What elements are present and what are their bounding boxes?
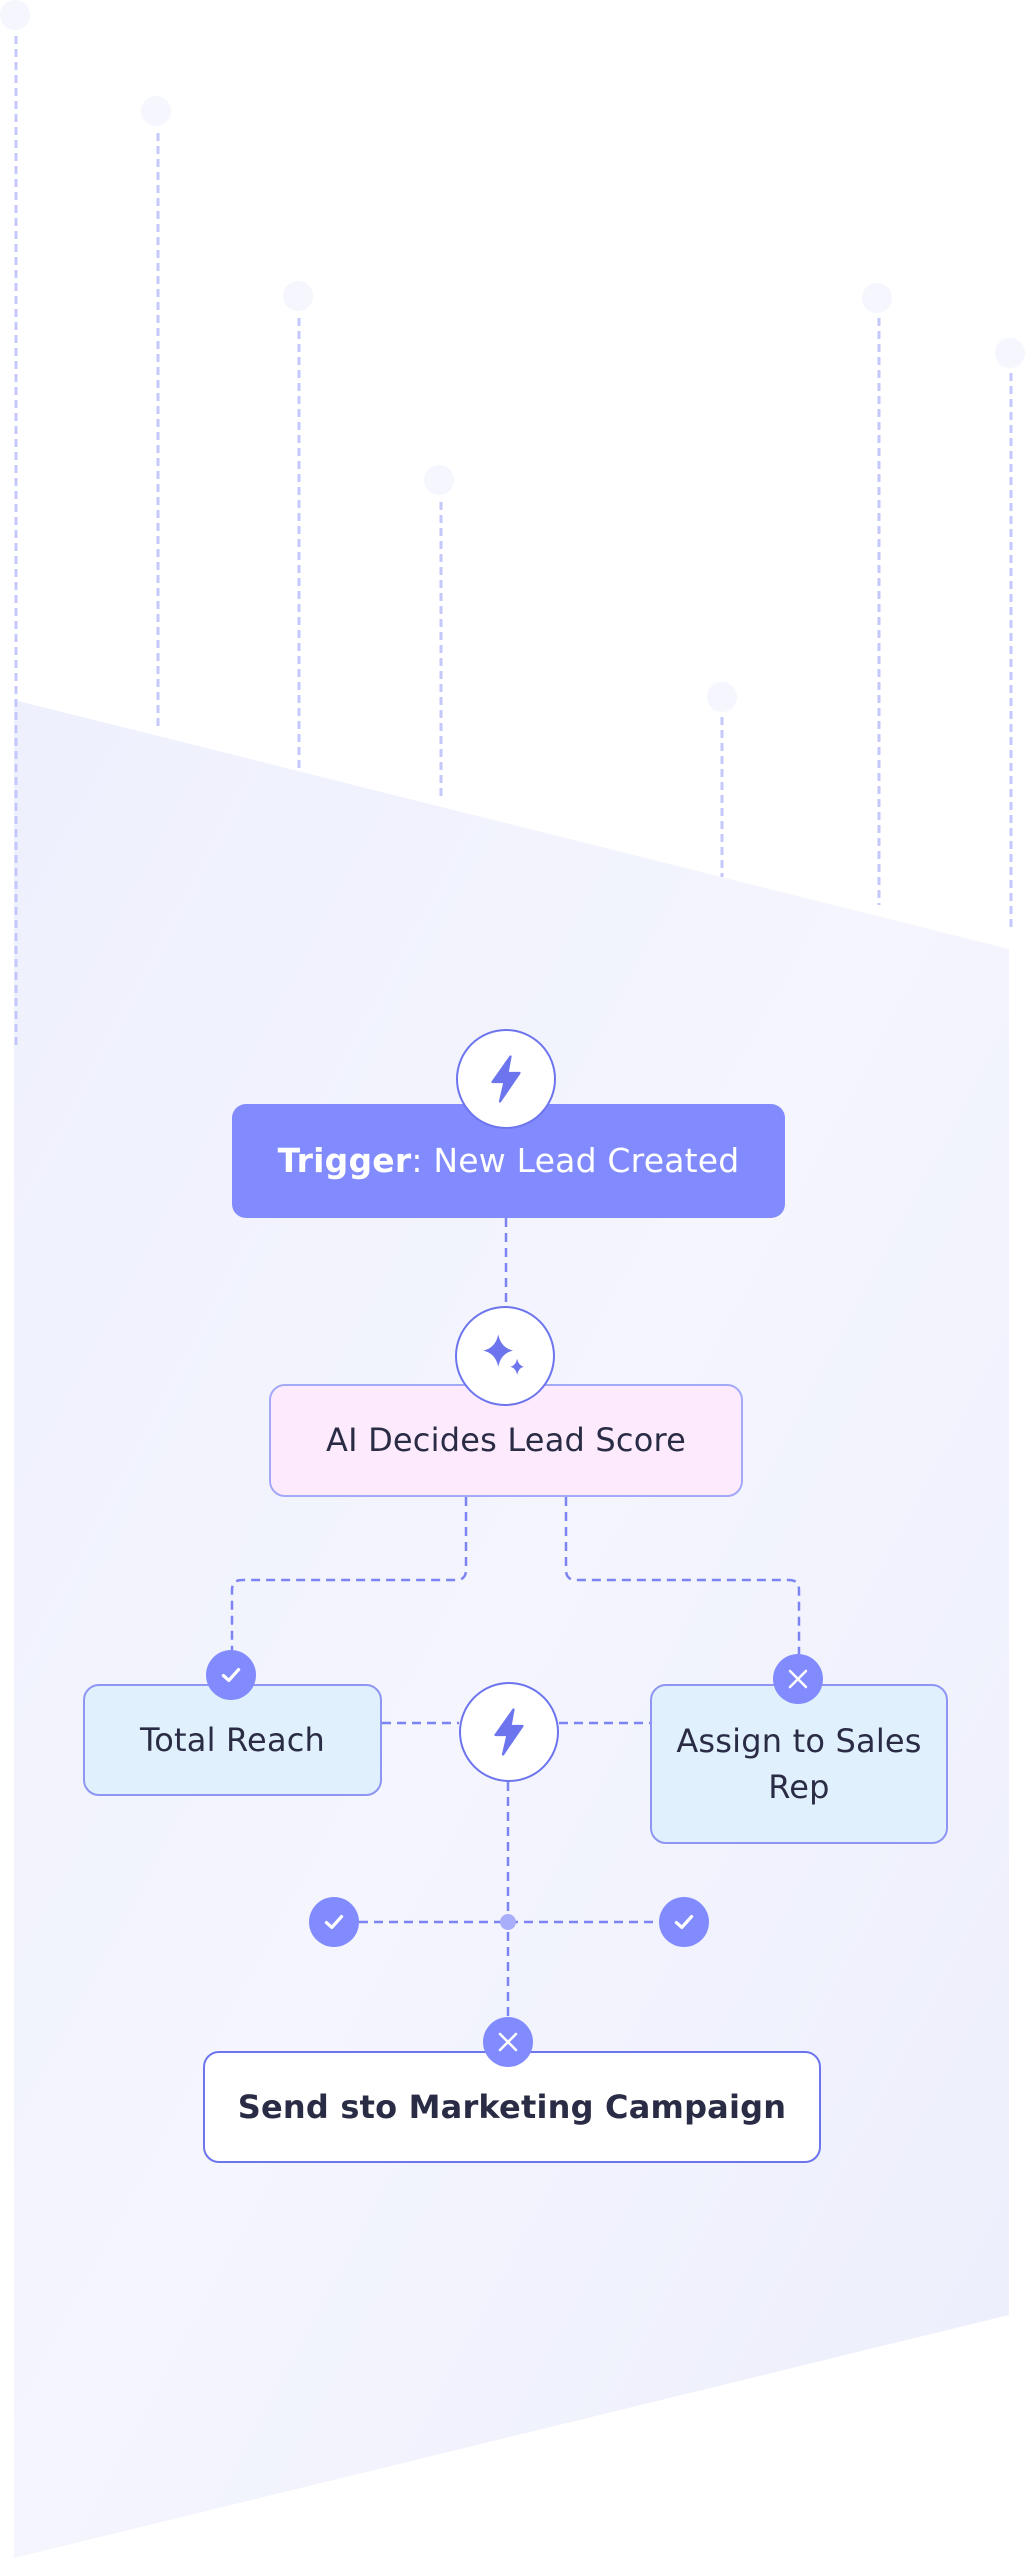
lightning-icon	[491, 1055, 521, 1103]
trigger-node[interactable]: Trigger: New Lead Created	[232, 1104, 785, 1218]
final-action-node[interactable]: Send sto Marketing Campaign	[203, 2051, 821, 2163]
sparkles-icon	[483, 1334, 524, 1375]
trigger-text: New Lead Created	[422, 1141, 740, 1181]
close-icon	[788, 1669, 808, 1689]
lightning-icon	[494, 1708, 524, 1756]
decor-dot	[707, 682, 737, 712]
decor-dot	[141, 96, 171, 126]
final-action-label: Send sto Marketing Campaign	[237, 2087, 787, 2126]
check-icon	[221, 1667, 241, 1683]
decor-dot	[424, 465, 454, 495]
final-badge	[483, 2017, 533, 2067]
branch-yes-node[interactable]: Total Reach	[83, 1684, 382, 1796]
ai-decision-label: AI Decides Lead Score	[325, 1421, 687, 1460]
branch-yes-label: Total Reach	[139, 1720, 326, 1759]
trigger-icon-circle	[456, 1029, 556, 1129]
branch-no-node[interactable]: Assign to Sales Rep	[650, 1684, 948, 1844]
action-hub-circle[interactable]	[459, 1682, 559, 1782]
branch-no-badge	[773, 1654, 823, 1704]
background-panel	[14, 700, 1009, 2558]
close-icon	[498, 2032, 518, 2052]
decor-dot	[283, 281, 313, 311]
check-icon	[324, 1914, 344, 1930]
decor-dot	[995, 338, 1025, 368]
branch-no-label: Assign to Sales Rep	[676, 1721, 922, 1806]
merge-left-badge	[309, 1897, 359, 1947]
trigger-separator: :	[411, 1141, 423, 1181]
ai-decision-node[interactable]: AI Decides Lead Score	[269, 1384, 743, 1497]
connector-ai-no	[564, 1497, 801, 1654]
branch-yes-badge	[206, 1650, 256, 1700]
merge-right-badge	[659, 1897, 709, 1947]
ai-icon-circle	[455, 1306, 555, 1406]
check-icon	[674, 1914, 694, 1930]
decor-dot	[0, 0, 30, 30]
connector-ai-yes	[230, 1497, 468, 1650]
junction-dot	[500, 1914, 516, 1930]
decor-dot	[862, 283, 892, 313]
trigger-prefix: Trigger	[277, 1141, 412, 1181]
